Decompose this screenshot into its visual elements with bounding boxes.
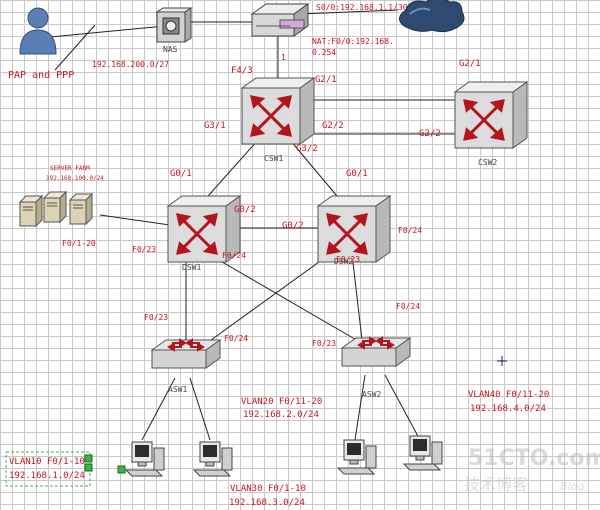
label-csw2-g21: G2/1 <box>459 59 481 69</box>
label-pap-ppp: PAP and PPP <box>8 70 74 81</box>
csw1-switch <box>240 76 316 146</box>
crosshair-icon <box>497 356 507 366</box>
link-router-cloud <box>299 9 399 15</box>
label-dsw2-g02: G0/2 <box>282 221 304 231</box>
label-asw1-f023: F0/23 <box>144 313 168 322</box>
label-router-s0: S0/0:192.168.1.1/30 <box>316 3 408 12</box>
label-servers-1: SERVER FARM <box>50 165 90 172</box>
label-vlan20-2: 192.168.2.0/24 <box>243 410 319 420</box>
label-vlan30-1: VLAN30 F0/1-10 <box>230 484 306 494</box>
asw1-label: ASW1 <box>168 385 187 394</box>
label-dsw1-g02: G0/2 <box>234 205 256 215</box>
link-asw1-pc1 <box>141 377 176 441</box>
label-dsw2-g01: G0/1 <box>346 169 368 179</box>
csw2-label: CSW2 <box>478 158 497 167</box>
selection-handle[interactable] <box>117 465 126 474</box>
label-vlan30-2: 192.168.3.0/24 <box>229 498 305 508</box>
label-asw2-f024: F0/24 <box>396 302 420 311</box>
selection-handle[interactable] <box>84 454 93 463</box>
asw2-switch <box>341 337 411 367</box>
label-csw1-g32: G3/2 <box>296 144 318 154</box>
pc3-icon <box>337 439 377 475</box>
dsw2-label: DSW2 <box>334 257 353 266</box>
label-vlan40-1: VLAN40 F0/11-20 <box>468 390 549 400</box>
asw1-switch <box>151 339 221 369</box>
link-servers-dsw1 <box>99 214 171 226</box>
label-dsw1-g01: G0/1 <box>170 169 192 179</box>
watermark-line3: Blog <box>560 480 584 493</box>
label-vlan20-1: VLAN20 F0/11-20 <box>241 397 322 407</box>
label-csw1-g21: G2/1 <box>315 75 337 85</box>
internet-cloud-icon <box>399 0 465 33</box>
label-router-nat-2: 0.254 <box>312 48 336 57</box>
pc4-icon <box>403 435 443 471</box>
label-servers-port: F0/1-20 <box>62 239 96 248</box>
label-servers-2: 192.168.100.0/24 <box>46 175 104 182</box>
csw1-label: CSW1 <box>264 154 283 163</box>
label-csw1-f43: F4/3 <box>231 66 253 76</box>
user-icon <box>19 7 57 55</box>
link-csw1-dsw1 <box>199 139 259 206</box>
asw2-label: ASW2 <box>362 390 381 399</box>
link-dsw1-asw2 <box>204 251 366 346</box>
label-dsw2-f023: F0/23 <box>336 255 360 264</box>
label-csw1-g31: G3/1 <box>204 121 226 131</box>
label-csw2-g22: G2/2 <box>419 129 441 139</box>
link-dsw2-asw1 <box>199 253 331 349</box>
selection-handle[interactable] <box>84 463 93 472</box>
label-vlan10-1: VLAN10 F0/1-10 <box>9 457 85 467</box>
router-icon <box>250 3 310 37</box>
links <box>39 9 465 441</box>
watermark-line2: 技术博客 <box>464 475 528 494</box>
link-dsw2-asw2 <box>351 253 363 341</box>
csw2-switch <box>453 80 529 150</box>
label-router-nat-1: NAT:F0/0:192.168. <box>312 37 394 46</box>
nas-label: NAS <box>163 45 178 54</box>
pc1-icon <box>125 441 165 477</box>
watermark-line1: 51CTO.com <box>468 446 600 471</box>
label-asw2-f023: F0/23 <box>312 339 336 348</box>
label-csw1-g22: G2/2 <box>322 121 344 131</box>
link-csw1-dsw2 <box>289 139 343 203</box>
label-vlan10-2: 192.168.1.0/24 <box>9 471 85 481</box>
link-asw2-pc4 <box>384 374 421 441</box>
link-user-label <box>54 24 96 71</box>
dsw2-switch <box>316 194 392 264</box>
link-user-nas <box>39 25 166 39</box>
server-farm-icon <box>19 191 93 227</box>
link-asw2-pc3 <box>354 374 366 441</box>
label-asw1-f024: F0/24 <box>224 334 248 343</box>
label-router-f1: 1 <box>281 53 286 62</box>
nas-icon <box>155 7 193 43</box>
label-dsw1-f023: F0/23 <box>132 245 156 254</box>
watermark: 51CTO.com 技术博客 Blog <box>464 446 600 494</box>
label-nas-net: 192.168.200.0/27 <box>92 60 169 69</box>
dsw1-label: DSW1 <box>182 263 201 272</box>
label-dsw2-f024: F0/24 <box>398 226 422 235</box>
label-vlan40-2: 192.168.4.0/24 <box>470 404 546 414</box>
link-asw1-pc2 <box>189 377 211 441</box>
label-dsw1-f024: F0/24 <box>222 251 246 260</box>
pc2-icon <box>193 441 233 477</box>
